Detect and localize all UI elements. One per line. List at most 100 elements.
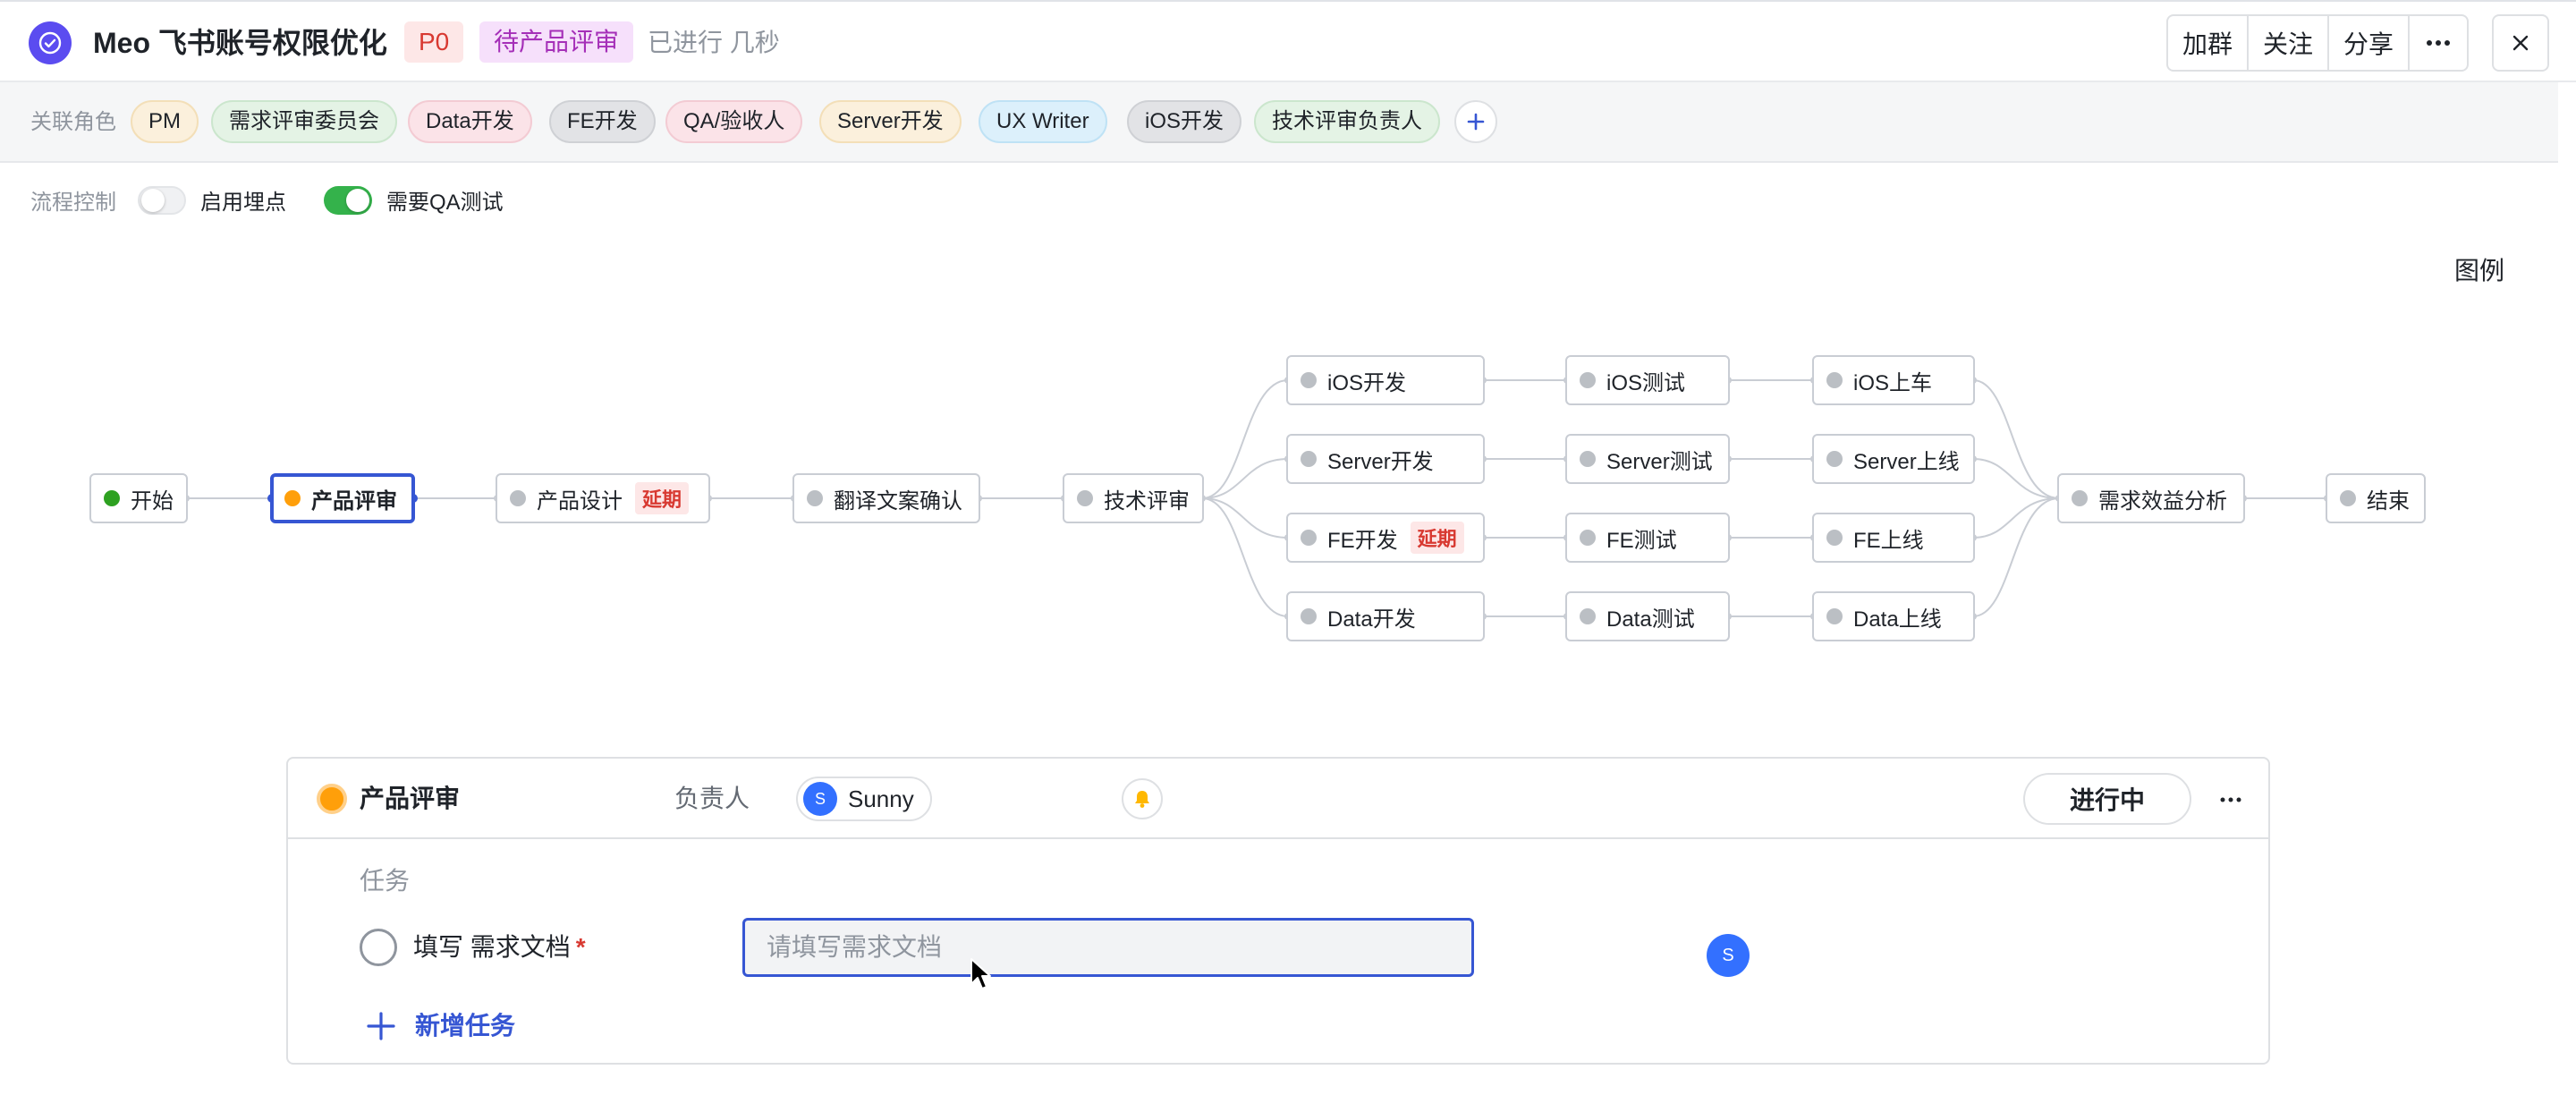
status-dot	[1580, 608, 1596, 624]
qa-test-toggle-label: 需要QA测试	[386, 191, 504, 215]
flow-node-server-release[interactable]: Server上线	[1812, 434, 1975, 484]
status-dot	[1301, 451, 1317, 467]
role-tag[interactable]: UX Writer	[979, 100, 1107, 143]
flow-node-fe-dev[interactable]: FE开发延期	[1286, 513, 1485, 563]
node-label: Server开发	[1327, 449, 1434, 474]
node-label: 产品设计	[537, 488, 623, 514]
flow-node-fe-release[interactable]: FE上线	[1812, 513, 1975, 563]
flow-node-benefit-analysis[interactable]: 需求效益分析	[2057, 473, 2245, 523]
status-dot	[1301, 530, 1317, 546]
flow-node-translate[interactable]: 翻译文案确认	[792, 473, 980, 523]
status-dot	[1077, 490, 1093, 506]
task-checkbox[interactable]	[360, 929, 397, 966]
join-group-button[interactable]: 加群	[2168, 16, 2249, 70]
flow-node-ios-dev[interactable]: iOS开发	[1286, 355, 1485, 405]
role-tag[interactable]: Server开发	[819, 100, 962, 143]
role-tag[interactable]: QA/验收人	[665, 100, 803, 143]
status-dot	[1826, 608, 1843, 624]
flow-node-product-review[interactable]: 产品评审	[270, 473, 415, 523]
owner-label: 负责人	[674, 785, 750, 812]
tracking-toggle[interactable]	[138, 186, 186, 215]
bell-icon[interactable]	[1122, 778, 1163, 819]
node-label: Server上线	[1853, 449, 1960, 474]
qa-test-toggle[interactable]	[324, 186, 372, 215]
check-circle-icon	[29, 21, 72, 64]
add-task-button[interactable]: 新增任务	[365, 1009, 515, 1043]
node-label: 技术评审	[1104, 488, 1190, 514]
node-label: iOS测试	[1606, 370, 1686, 395]
cursor-icon	[970, 958, 991, 989]
flow-node-data-test[interactable]: Data测试	[1565, 591, 1730, 641]
node-label: 产品评审	[311, 488, 397, 514]
stage-detail-panel: 产品评审 负责人 S Sunny 进行中 任务 填写 需求文档* S 新增任务	[286, 757, 2270, 1065]
status-dot	[1826, 451, 1843, 467]
flow-node-data-release[interactable]: Data上线	[1812, 591, 1975, 641]
role-tag[interactable]: 需求评审委员会	[211, 100, 397, 143]
node-label: Data测试	[1606, 607, 1695, 632]
stage-status-button[interactable]: 进行中	[2023, 773, 2191, 825]
status-badge: 待产品评审	[479, 21, 634, 63]
node-label: iOS开发	[1327, 370, 1407, 395]
node-label: 结束	[2367, 488, 2410, 514]
legend-button[interactable]: 图例	[2454, 257, 2505, 284]
stage-name: 产品评审	[360, 785, 461, 812]
top-header: Meo 飞书账号权限优化 P0 待产品评审 已进行 几秒 加群 关注 分享	[0, 0, 2576, 82]
status-dot	[104, 490, 120, 506]
priority-badge: P0	[404, 21, 464, 63]
node-label: Data上线	[1853, 607, 1942, 632]
owner-chip[interactable]: S Sunny	[796, 777, 932, 821]
tasks-label: 任务	[360, 867, 411, 895]
more-icon[interactable]	[2211, 780, 2250, 819]
role-tag[interactable]: PM	[131, 100, 199, 143]
role-tag[interactable]: FE开发	[549, 100, 656, 143]
status-dot	[1580, 451, 1596, 467]
related-roles-bar: 关联角色 PM 需求评审委员会 Data开发 FE开发 QA/验收人 Serve…	[0, 82, 2558, 163]
add-task-label: 新增任务	[415, 1012, 516, 1040]
role-tag[interactable]: iOS开发	[1127, 100, 1242, 143]
avatar[interactable]: S	[1707, 934, 1750, 977]
node-label: iOS上车	[1853, 370, 1933, 395]
status-dot	[2340, 490, 2356, 506]
follow-button[interactable]: 关注	[2249, 16, 2329, 70]
flow-node-fe-test[interactable]: FE测试	[1565, 513, 1730, 563]
role-tag[interactable]: 技术评审负责人	[1254, 100, 1440, 143]
flow-node-server-test[interactable]: Server测试	[1565, 434, 1730, 484]
flow-node-start[interactable]: 开始	[89, 473, 188, 523]
flow-control-label: 流程控制	[30, 191, 116, 215]
plus-icon	[367, 1012, 395, 1040]
required-mark: *	[575, 933, 586, 961]
flow-node-ios-release[interactable]: iOS上车	[1812, 355, 1975, 405]
node-label: FE上线	[1853, 528, 1924, 553]
avatar: S	[803, 782, 837, 816]
plus-icon[interactable]	[1454, 100, 1497, 143]
role-tag[interactable]: Data开发	[408, 100, 532, 143]
roles-label: 关联角色	[30, 110, 116, 134]
elapsed-time: 已进行 几秒	[648, 29, 780, 56]
share-button[interactable]: 分享	[2329, 16, 2410, 70]
task-title: 填写 需求文档*	[413, 930, 586, 964]
flow-node-product-design[interactable]: 产品设计延期	[496, 473, 710, 523]
status-dot	[284, 490, 301, 506]
flow-node-data-dev[interactable]: Data开发	[1286, 591, 1485, 641]
toggle-knob	[141, 189, 165, 212]
delay-badge: 延期	[1410, 522, 1464, 554]
status-dot	[510, 490, 526, 506]
header-button-group: 加群 关注 分享	[2166, 14, 2469, 72]
close-icon[interactable]	[2492, 14, 2549, 72]
status-dot	[1826, 530, 1843, 546]
status-dot	[1826, 372, 1843, 388]
node-label: Server测试	[1606, 449, 1713, 474]
tracking-toggle-label: 启用埋点	[200, 191, 286, 215]
node-label: 开始	[131, 488, 174, 514]
status-dot	[1580, 372, 1596, 388]
flow-node-server-dev[interactable]: Server开发	[1286, 434, 1485, 484]
more-icon[interactable]	[2410, 16, 2467, 70]
status-dot	[1301, 608, 1317, 624]
status-dot	[807, 490, 823, 506]
owner-name: Sunny	[848, 785, 914, 812]
flow-node-tech-review[interactable]: 技术评审	[1063, 473, 1204, 523]
panel-header: 产品评审 负责人 S Sunny 进行中	[288, 759, 2268, 839]
task-doc-input[interactable]	[742, 918, 1474, 977]
flow-node-end[interactable]: 结束	[2326, 473, 2426, 523]
flow-node-ios-test[interactable]: iOS测试	[1565, 355, 1730, 405]
